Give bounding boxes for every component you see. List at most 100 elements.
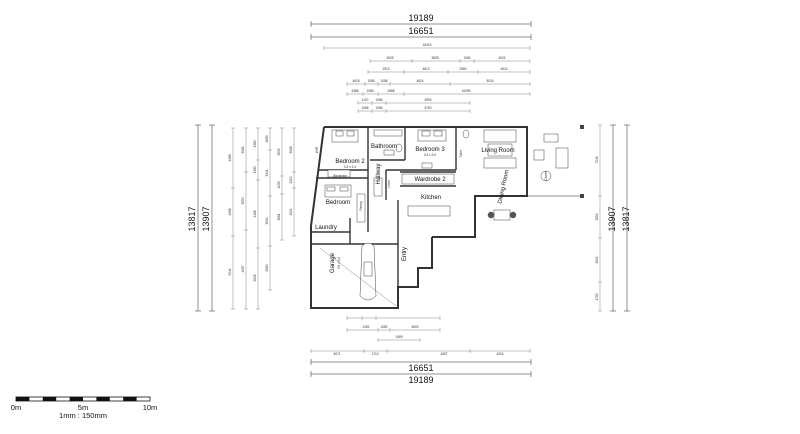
room-label-dining-room: Dining Room (497, 169, 510, 204)
dim-label: 4988 (387, 89, 394, 93)
dim-label: 3004 (595, 213, 599, 220)
dim-label: 7248 (595, 156, 599, 163)
sofa-icon (483, 129, 517, 143)
column-post (580, 194, 584, 198)
room-label-bedroom: Bedroom (326, 200, 350, 206)
room-label-wir: WIR (315, 146, 319, 153)
room-label-toilet: Toilet (459, 150, 463, 158)
dim-label: 4024 (498, 56, 505, 60)
dim-label: 5024 (486, 79, 493, 83)
bathtub-icon (373, 129, 403, 137)
room-label-wardrobe: Wardrobe (333, 174, 347, 178)
dim-label: 4108 (253, 210, 257, 217)
dim-label: 4024 (289, 208, 293, 215)
bottom-inner-dim: 16651 (408, 363, 433, 373)
dim-label: 4613 (422, 67, 429, 71)
dim-label: 4071 (333, 352, 340, 356)
room-size-bedroom2: 3.3 x 3.4 (344, 165, 356, 169)
room-label-pantry: Pantry (359, 201, 363, 211)
dim-label: 3008 (289, 146, 293, 153)
dresser-icon (421, 162, 433, 169)
top-inner-dim: 16651 (408, 26, 433, 36)
room-label-closet: Closet (544, 171, 548, 180)
dim-label: 1710 (371, 352, 378, 356)
dim-label: 3050 (241, 197, 245, 204)
left-outer-dim: 13817 (187, 206, 197, 231)
dim-label: 3024 (265, 217, 269, 224)
dim-label: 3990 (424, 98, 431, 102)
scale-tick-label: 0m (11, 403, 21, 412)
room-label-linen: Linen (387, 180, 391, 188)
dim-label: 3004 (595, 256, 599, 263)
room-label-living-room: Living Room (481, 148, 514, 154)
dim-label: 1080 (265, 135, 269, 142)
left-dimensions: 13817 13907 4288 4288 5241 3081 3050 498… (187, 124, 296, 312)
dim-label: 5241 (228, 268, 232, 275)
closet-icon (356, 193, 366, 223)
scale-bar: 0m 5m 10m 1mm : 150mm (11, 396, 158, 420)
dim-label: 3081 (241, 146, 245, 153)
pillow-icon (346, 130, 355, 137)
kitchen-counter-icon (401, 173, 455, 185)
pillow-icon (433, 130, 443, 137)
bed-icon (417, 129, 447, 142)
dim-label: 4524 (500, 67, 507, 71)
scale-tick-label: 10m (143, 403, 158, 412)
room-size-garage: 3.6 x 6.0 (337, 257, 341, 269)
garage-door-swing (319, 247, 397, 307)
dim-label: 1086 (375, 98, 382, 102)
right-dimensions: 7248 3004 3004 1700 13907 13817 (595, 124, 631, 312)
dim-label: 2210 (289, 176, 293, 183)
coffee-table-icon (487, 143, 513, 157)
dim-label: 1086 (367, 79, 374, 83)
dim-label: 3141 (265, 169, 269, 176)
room-label-hallway: Hallway (376, 163, 382, 184)
dim-label: 2580 (459, 67, 466, 71)
interior-walls (312, 127, 457, 287)
dim-label: 4624 (416, 79, 423, 83)
room-label-garage: Garage (330, 252, 336, 273)
dim-label: 10099 (462, 89, 471, 93)
room-label-laundry: Laundry (315, 225, 337, 231)
furniture (319, 129, 569, 307)
room-label-bathroom: Bathroom (371, 144, 397, 150)
round-table-icon (540, 170, 552, 182)
pillow-icon (339, 186, 349, 192)
dim-label: 4288 (228, 154, 232, 161)
dim-label: 1086 (366, 89, 373, 93)
dim-label: 1080 (463, 56, 470, 60)
room-label-entry: Entry (402, 247, 408, 261)
dim-label: 1086 (361, 106, 368, 110)
dim-label: 2060 (265, 264, 269, 271)
bottom-dimensions: 1281 1082 4500 2469 4071 1710 4057 4024 … (310, 316, 532, 385)
dim-label: 1380 (253, 140, 257, 147)
dim-label: 1380 (253, 166, 257, 173)
dim-label: 4024 (496, 352, 503, 356)
scale-tick-label: 5m (78, 403, 88, 412)
armchair-icon (543, 133, 559, 143)
dim-label: 2488 (351, 89, 358, 93)
dim-label: 2469 (395, 335, 402, 339)
chair-icon (509, 211, 517, 219)
dim-label: 4057 (440, 352, 447, 356)
dim-label: 3009 (386, 56, 393, 60)
dim-label: 2028 (253, 274, 257, 281)
column-post (580, 125, 584, 129)
wardrobe-rail-icon (327, 169, 351, 178)
top-dimensions: 19189 16651 16416 3009 3808 1080 4024 29… (310, 13, 532, 113)
room-label-bedroom2: Bedroom 2 (335, 159, 365, 165)
toilet-icon (462, 129, 470, 139)
pillow-icon (421, 130, 431, 137)
dim-label: 1120 (362, 98, 369, 102)
dim-label: 1082 (380, 325, 387, 329)
dim-label: 3095 (277, 148, 281, 155)
dim-label: 1230 (277, 181, 281, 188)
toilet-icon (395, 143, 403, 153)
room-size-bedroom3: 3.3 x 3.0 (424, 153, 436, 157)
right-inner-dim: 13907 (607, 206, 617, 231)
side-table-icon (533, 149, 545, 161)
dining-table-icon (493, 209, 511, 221)
dim-label: 1281 (362, 325, 369, 329)
dim-label: 4618 (352, 79, 359, 83)
